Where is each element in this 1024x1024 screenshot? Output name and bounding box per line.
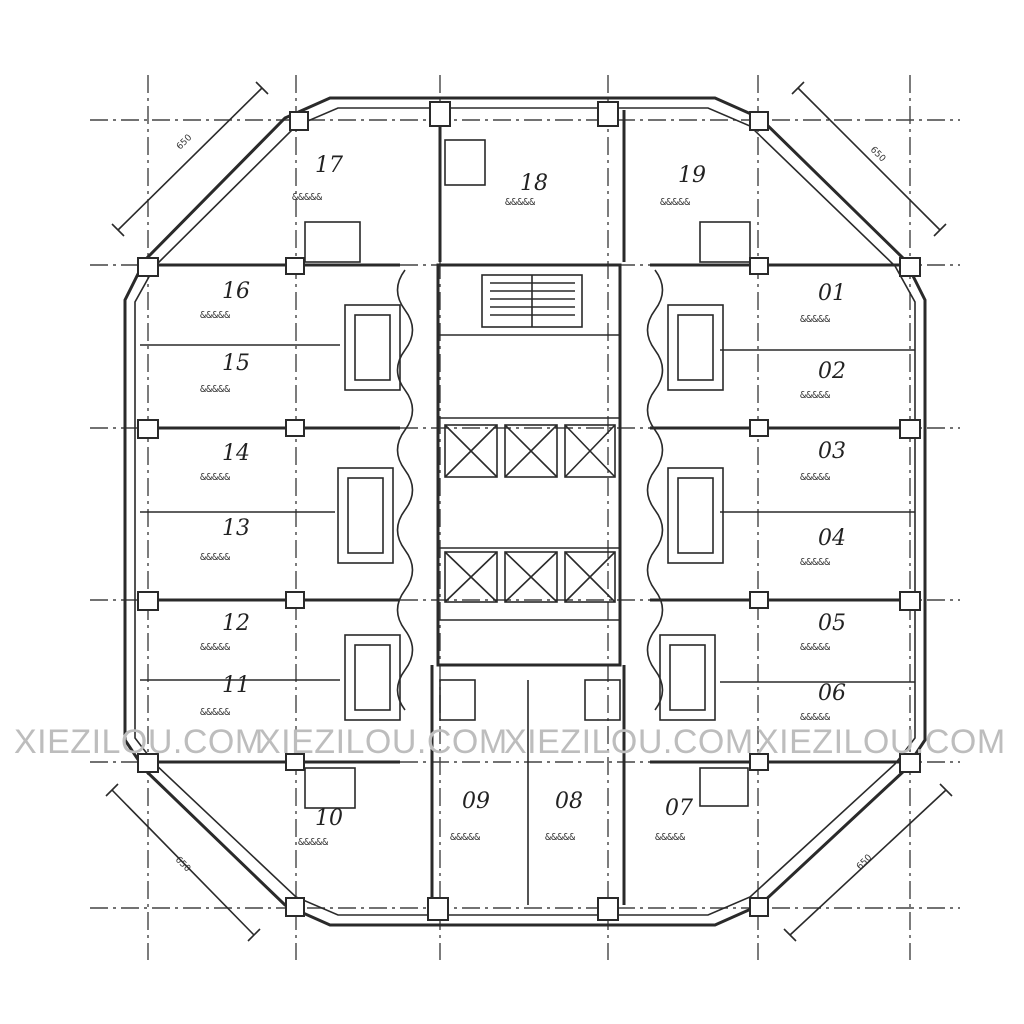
unit-area: &&&&& [298, 837, 328, 848]
unit-18: 18&&&&& [505, 171, 548, 208]
dimension-label-se: 650 [855, 853, 874, 872]
unit-number: 12 [222, 611, 250, 636]
unit-area: &&&&& [545, 832, 575, 843]
unit-number: 03 [818, 439, 846, 464]
unit-05: 05 &&&&& [800, 611, 846, 653]
unit-10: 10 &&&&& [298, 806, 343, 848]
unit-area: &&&&& [800, 390, 830, 401]
unit-number: 19 [678, 163, 706, 188]
unit-number: 09 [462, 789, 490, 814]
unit-number: 16 [222, 279, 250, 304]
unit-area: &&&&& [655, 832, 685, 843]
watermark: XIEZILOU.COM XIEZILOU.COM XIEZILOU.COM X… [14, 723, 1006, 761]
wet-cores [304, 139, 751, 809]
watermark-text-4: XIEZILOU.COM [756, 723, 1006, 761]
unit-area: &&&&& [800, 314, 830, 325]
building-outline [123, 96, 927, 927]
unit-03: 03 &&&&& [800, 439, 846, 483]
dimension-label-nw: 650 [175, 133, 194, 152]
watermark-text-1: XIEZILOU.COM [14, 723, 264, 761]
corner-dimensions [105, 81, 953, 942]
unit-number: 11 [222, 673, 250, 698]
unit-area: &&&&& [200, 552, 230, 563]
unit-09: 09 &&&&& [450, 789, 490, 843]
unit-02: 02 &&&&& [800, 359, 846, 401]
unit-number: 01 [818, 281, 846, 306]
elevator-shafts [444, 424, 616, 603]
unit-number: 17 [315, 153, 343, 178]
unit-01: 01 &&&&& [800, 281, 846, 325]
unit-number: 13 [222, 516, 250, 541]
unit-area: &&&&& [200, 384, 230, 395]
unit-area: &&&&& [200, 472, 230, 483]
stairwell [481, 274, 583, 328]
unit-number: 05 [818, 611, 846, 636]
unit-08: 08 &&&&& [545, 789, 583, 843]
unit-area: &&&&& [800, 472, 830, 483]
unit-number: 04 [818, 526, 846, 551]
unit-area: &&&&& [200, 642, 230, 653]
unit-number: 02 [818, 359, 846, 384]
partition-walls [140, 110, 915, 905]
unit-area: &&&&& [660, 197, 690, 208]
unit-area: &&&&& [800, 712, 830, 723]
unit-labels: 17&&&&& 18&&&&& 19&&&&& 16&&&&& 15&&&&& … [200, 153, 846, 848]
unit-15: 15 &&&&& [200, 351, 250, 395]
structural-columns [137, 101, 921, 921]
unit-13: 13 &&&&& [200, 516, 250, 563]
unit-06: 06 &&&&& [800, 681, 846, 723]
watermark-text-2: XIEZILOU.COM [258, 723, 508, 761]
unit-number: 07 [665, 796, 693, 821]
dimension-label-sw: 650 [173, 855, 192, 874]
unit-14: 14 &&&&& [200, 441, 250, 483]
unit-11: 11 &&&&& [200, 673, 250, 718]
unit-number: 14 [222, 441, 250, 466]
unit-area: &&&&& [292, 192, 322, 203]
unit-number: 08 [555, 789, 583, 814]
unit-area: &&&&& [800, 642, 830, 653]
unit-area: &&&&& [200, 310, 230, 321]
unit-area: &&&&& [800, 557, 830, 568]
unit-07: 07 &&&&& [655, 796, 693, 843]
unit-04: 04 &&&&& [800, 526, 846, 568]
unit-number: 18 [520, 171, 548, 196]
unit-number: 15 [222, 351, 250, 376]
watermark-text-3: XIEZILOU.COM [504, 723, 754, 761]
elevator-upper [444, 424, 616, 478]
unit-number: 10 [315, 806, 343, 831]
unit-19: 19 &&&&& [660, 163, 706, 208]
unit-number: 06 [818, 681, 846, 706]
unit-area: &&&&& [505, 197, 535, 208]
unit-16: 16 &&&&& [200, 279, 250, 321]
unit-area: &&&&& [200, 707, 230, 718]
unit-area: &&&&& [450, 832, 480, 843]
unit-12: 12 &&&&& [200, 611, 250, 653]
elevator-lower [444, 551, 616, 603]
unit-17: 17 &&&&& [292, 153, 343, 203]
